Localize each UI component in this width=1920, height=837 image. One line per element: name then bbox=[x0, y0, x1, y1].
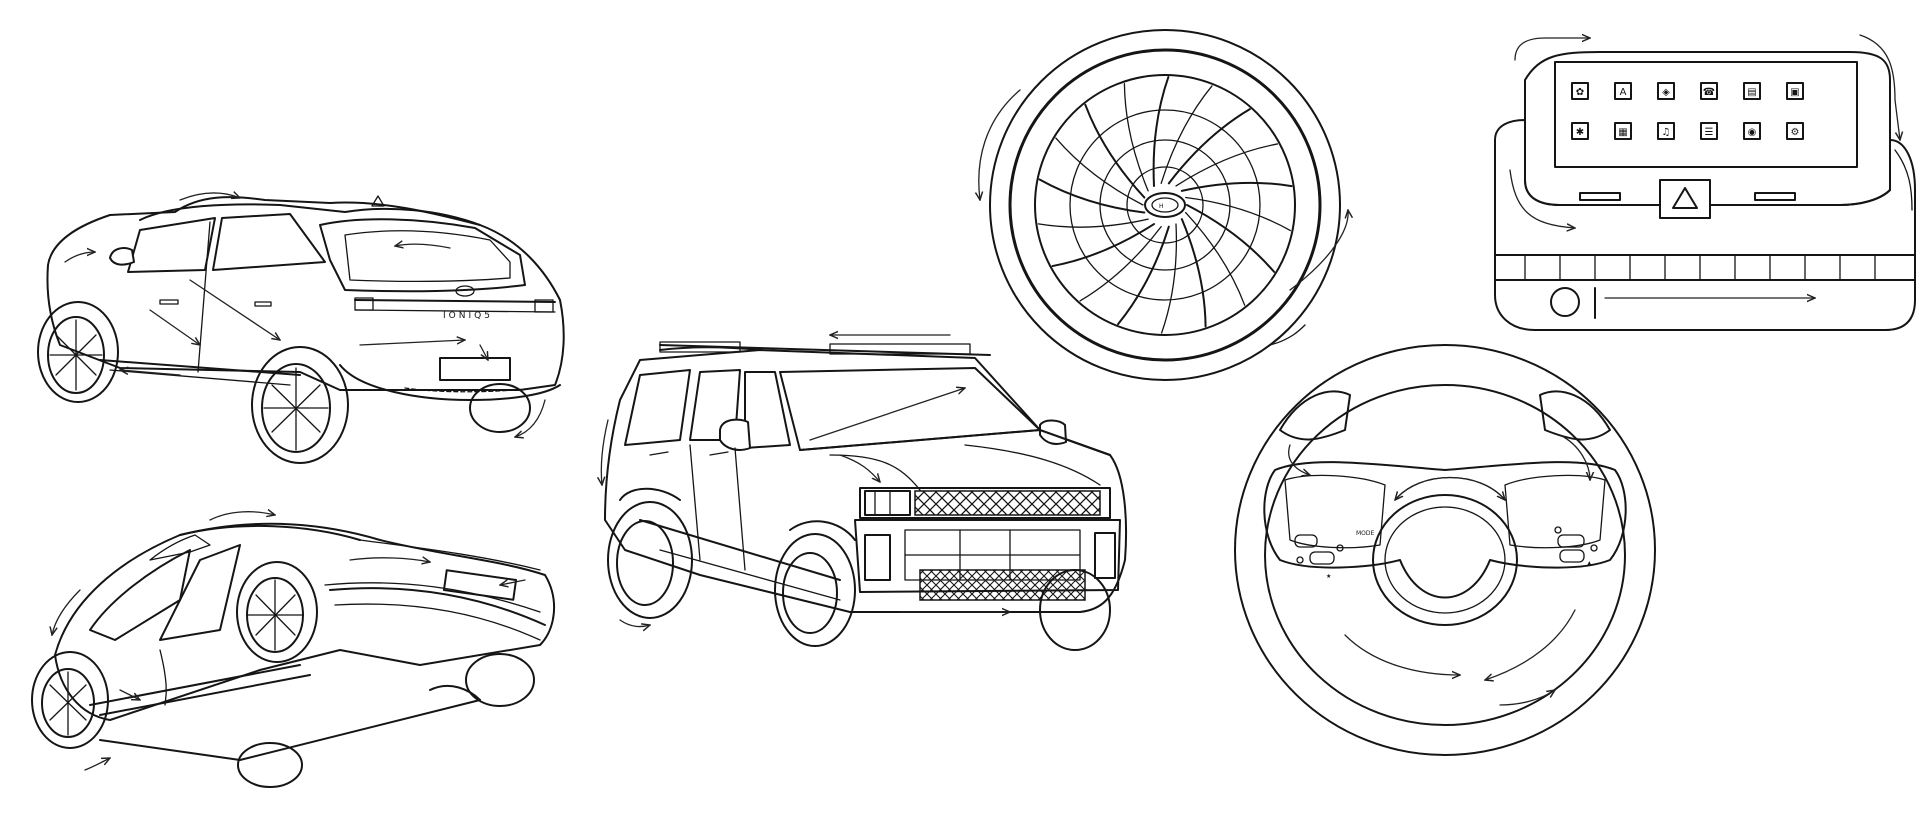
wheel-spoke bbox=[1185, 196, 1292, 232]
wheel-spokes bbox=[1037, 76, 1293, 334]
leaf-icon bbox=[1571, 82, 1589, 100]
music-icon bbox=[1657, 122, 1675, 140]
wheel-spoke bbox=[1160, 223, 1178, 334]
navigation-icon-glyph: A bbox=[1620, 87, 1627, 98]
navigation-icon bbox=[1614, 82, 1632, 100]
wheel-spoke bbox=[1051, 223, 1155, 268]
wheel-spoke bbox=[1152, 76, 1170, 187]
wheel-spoke bbox=[1055, 137, 1144, 206]
media-icon bbox=[1743, 82, 1761, 100]
wheel-spoke bbox=[1079, 226, 1162, 302]
wheel-spoke bbox=[1123, 82, 1149, 192]
car-icon-glyph: ◉ bbox=[1748, 127, 1757, 138]
wheel-spoke bbox=[1038, 178, 1146, 214]
radio-icon bbox=[1614, 122, 1632, 140]
wheel-spoke bbox=[1167, 108, 1251, 185]
seat-icon bbox=[1700, 122, 1718, 140]
steering-star-icon: ★ bbox=[1326, 573, 1331, 580]
wheel-spoke bbox=[1160, 85, 1213, 184]
infotainment-illustration: ✿ A ◈ ☎ ▤ ▣ ✱ ▦ ♫ ☰ ◉ ⚙ bbox=[1494, 35, 1916, 331]
settings-icon bbox=[1786, 122, 1804, 140]
wheel-spoke bbox=[1180, 218, 1207, 328]
rear-badge-text: IONIQ5 bbox=[443, 311, 493, 321]
wheel-spoke bbox=[1175, 143, 1279, 187]
suv-illustration bbox=[601, 335, 1128, 651]
steering-mode-label: MODE bbox=[1356, 530, 1375, 537]
phone-icon-glyph: ☎ bbox=[1703, 87, 1715, 98]
hatchback-underside-illustration bbox=[31, 512, 556, 788]
lock-icon-glyph: ▣ bbox=[1790, 87, 1799, 98]
music-icon-glyph: ♫ bbox=[1662, 127, 1671, 138]
leaf-icon-glyph: ✿ bbox=[1576, 87, 1584, 98]
wheel-spoke bbox=[1186, 204, 1276, 273]
settings-icon-glyph: ⚙ bbox=[1791, 127, 1800, 138]
radio-icon-glyph: ▦ bbox=[1618, 127, 1627, 138]
compass-icon bbox=[1657, 82, 1675, 100]
seat-icon-glyph: ☰ bbox=[1705, 127, 1714, 138]
phone-icon bbox=[1700, 82, 1718, 100]
wheel-spoke bbox=[1037, 218, 1149, 228]
wheel-spoke bbox=[1185, 211, 1246, 306]
wheel-spoke bbox=[1180, 181, 1293, 192]
wheel-hub-logo: H bbox=[1159, 203, 1164, 210]
car-icon bbox=[1743, 122, 1761, 140]
steering-wheel-illustration: MODE ★ ▲ bbox=[1234, 344, 1656, 756]
hatchback-rear-illustration: IONIQ5 bbox=[37, 193, 565, 464]
fan-icon-glyph: ✱ bbox=[1576, 127, 1584, 138]
compass-icon-glyph: ◈ bbox=[1662, 87, 1670, 98]
media-icon-glyph: ▤ bbox=[1747, 87, 1756, 98]
fan-icon bbox=[1571, 122, 1589, 140]
lock-icon bbox=[1786, 82, 1804, 100]
wheel-spoke bbox=[1084, 103, 1146, 199]
steering-up-icon: ▲ bbox=[1587, 560, 1592, 567]
wheel-rim-illustration: H bbox=[979, 29, 1348, 381]
display-app-icon-grid: ✿ A ◈ ☎ ▤ ▣ ✱ ▦ ♫ ☰ ◉ ⚙ bbox=[1571, 82, 1804, 140]
wheel-spoke bbox=[1117, 225, 1170, 326]
